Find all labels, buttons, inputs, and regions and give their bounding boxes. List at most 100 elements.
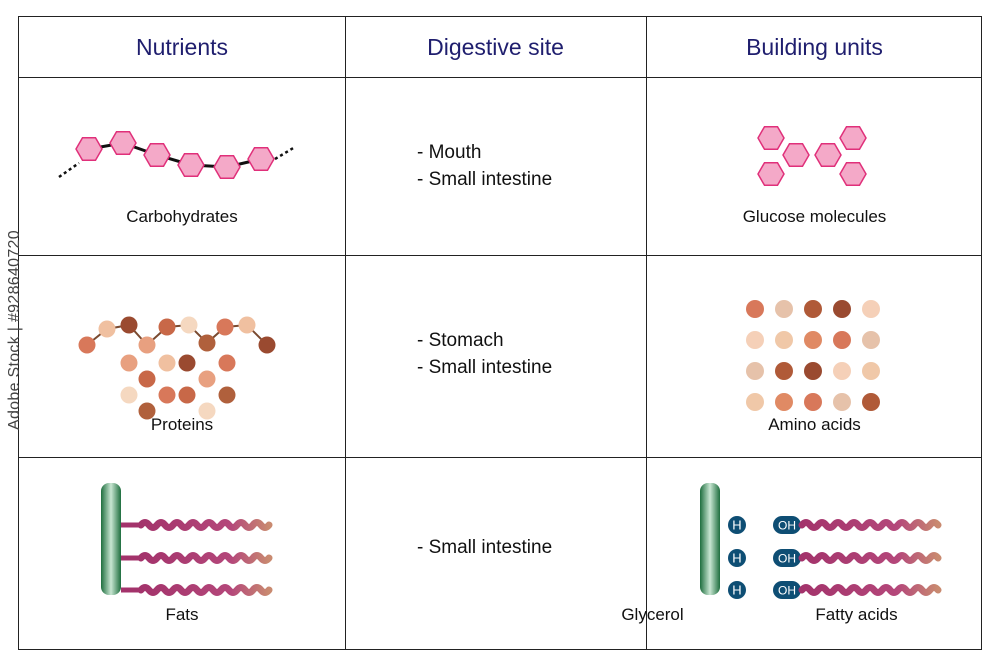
- amino-acid: [862, 362, 880, 380]
- amino-acid: [833, 362, 851, 380]
- fatty-acid-chain: [137, 552, 273, 564]
- hydrogen-label: H: [732, 583, 741, 598]
- amino-acid-bead: [218, 386, 236, 404]
- fatty-acid-chain: [798, 519, 942, 531]
- glucose-ring: [75, 136, 103, 162]
- triglyceride-icon: [101, 483, 273, 596]
- amino-acid-bead: [158, 386, 176, 404]
- proteins-cell: Proteins: [19, 255, 345, 457]
- amino-acid-bead: [138, 402, 156, 420]
- amino-acid-bead: [198, 334, 216, 352]
- amino-acids-icon: [746, 300, 880, 411]
- unit-label-amino-acids: Amino acids: [768, 415, 861, 434]
- amino-acid-bead: [178, 386, 196, 404]
- glucose-ring: [213, 154, 241, 180]
- fatty-acid-chain: [798, 584, 942, 596]
- glucose-ring: [109, 130, 137, 156]
- hydrogen-label: H: [732, 518, 741, 533]
- hydroxyl-icon: [773, 516, 801, 534]
- amino-acid: [862, 300, 880, 318]
- peptide-bond: [86, 323, 268, 347]
- glycerol-fatty-acids-icon: H OH H OH H OH: [700, 483, 942, 599]
- header-nutrients: Nutrients: [135, 33, 229, 60]
- site-stomach: Stomach: [417, 327, 552, 354]
- glucose-cell: Glucose molecules: [646, 77, 983, 255]
- amino-acid-bead: [138, 370, 156, 388]
- proteins-site-cell: Stomach Small intestine: [345, 255, 646, 457]
- carbohydrate-chain-icon: [58, 130, 296, 180]
- amino-acid: [862, 331, 880, 349]
- glucose-ring: [143, 142, 171, 168]
- glucose-ring: [782, 142, 810, 168]
- amino-acid-bead: [120, 354, 138, 372]
- carbohydrates-site-cell: Mouth Small intestine: [345, 77, 646, 255]
- fatty-acid-chain: [798, 552, 942, 564]
- hydrogen-icon: [728, 549, 746, 567]
- column-divider-2: [646, 17, 647, 649]
- proteins-sites: Stomach Small intestine: [417, 327, 553, 381]
- unit-label-fatty-acids: Fatty acids: [815, 605, 898, 624]
- glycerol-molecule: [700, 483, 720, 595]
- glucose-ring: [839, 161, 867, 187]
- fats-sites: Small intestine: [417, 534, 553, 561]
- glucose-ring: [757, 161, 785, 187]
- amino-acid-bead: [78, 336, 96, 354]
- amino-acid-bead: [258, 336, 276, 354]
- amino-acid-bead: [178, 354, 196, 372]
- glucose-ring: [177, 152, 205, 178]
- glucose-ring: [814, 142, 842, 168]
- amino-acid-bead: [218, 354, 236, 372]
- amino-acid: [804, 362, 822, 380]
- fats-cell: Fats: [19, 457, 345, 651]
- nutrient-label-fats: Fats: [165, 605, 199, 624]
- amino-acid: [775, 393, 793, 411]
- header-divider: [19, 77, 981, 78]
- glucose-ring: [757, 125, 785, 151]
- glycerol-fatty-acids-cell: H OH H OH H OH Glycerol Fatty acids: [621, 457, 983, 651]
- site-small-intestine: Small intestine: [417, 354, 553, 381]
- amino-acid-bead: [158, 354, 176, 372]
- amino-acid: [804, 331, 822, 349]
- amino-acid: [775, 300, 793, 318]
- amino-acid-bead: [198, 370, 216, 388]
- nutrient-label-proteins: Proteins: [150, 415, 214, 434]
- fatty-acid-chain: [137, 519, 273, 531]
- amino-acid-bead: [98, 320, 116, 338]
- amino-acid: [775, 362, 793, 380]
- hydrogen-icon: [728, 581, 746, 599]
- amino-acid: [746, 393, 764, 411]
- amino-acid-bead: [198, 402, 216, 420]
- glycerol-backbone: [101, 483, 121, 595]
- header-digestive-site: Digestive site: [427, 33, 564, 60]
- site-small-intestine: Small intestine: [417, 534, 553, 561]
- amino-acid-bead: [216, 318, 234, 336]
- amino-acid: [833, 331, 851, 349]
- hydroxyl-label: OH: [778, 584, 796, 598]
- protein-chain-icon: [78, 316, 276, 420]
- amino-acid: [804, 393, 822, 411]
- amino-acid: [775, 331, 793, 349]
- hydroxyl-icon: [773, 549, 801, 567]
- glucose-molecules-icon: [757, 125, 867, 187]
- amino-acid: [746, 300, 764, 318]
- hydroxyl-label: OH: [778, 552, 796, 566]
- unit-label-glycerol: Glycerol: [621, 605, 684, 624]
- carbohydrates-cell: Carbohydrates: [19, 77, 345, 255]
- row-divider-1: [19, 255, 981, 256]
- header-building-units: Building units: [746, 33, 883, 60]
- amino-acid-bead: [120, 386, 138, 404]
- nutrient-label-carbohydrates: Carbohydrates: [126, 207, 238, 226]
- stock-watermark: Adobe Stock | #928640720: [6, 230, 23, 430]
- column-divider-1: [345, 17, 346, 649]
- site-mouth: Mouth: [417, 139, 552, 166]
- hydroxyl-icon: [773, 581, 801, 599]
- hydroxyl-label: OH: [778, 519, 796, 533]
- hydrogen-label: H: [732, 551, 741, 566]
- amino-acid: [746, 331, 764, 349]
- fats-site-cell: Small intestine: [345, 457, 646, 651]
- amino-acid: [833, 300, 851, 318]
- nutrients-table: Nutrients Digestive site Building units …: [18, 16, 982, 650]
- amino-acids-cell: Amino acids: [646, 255, 983, 457]
- unit-label-glucose: Glucose molecules: [742, 207, 887, 226]
- amino-acid-bead: [180, 316, 198, 334]
